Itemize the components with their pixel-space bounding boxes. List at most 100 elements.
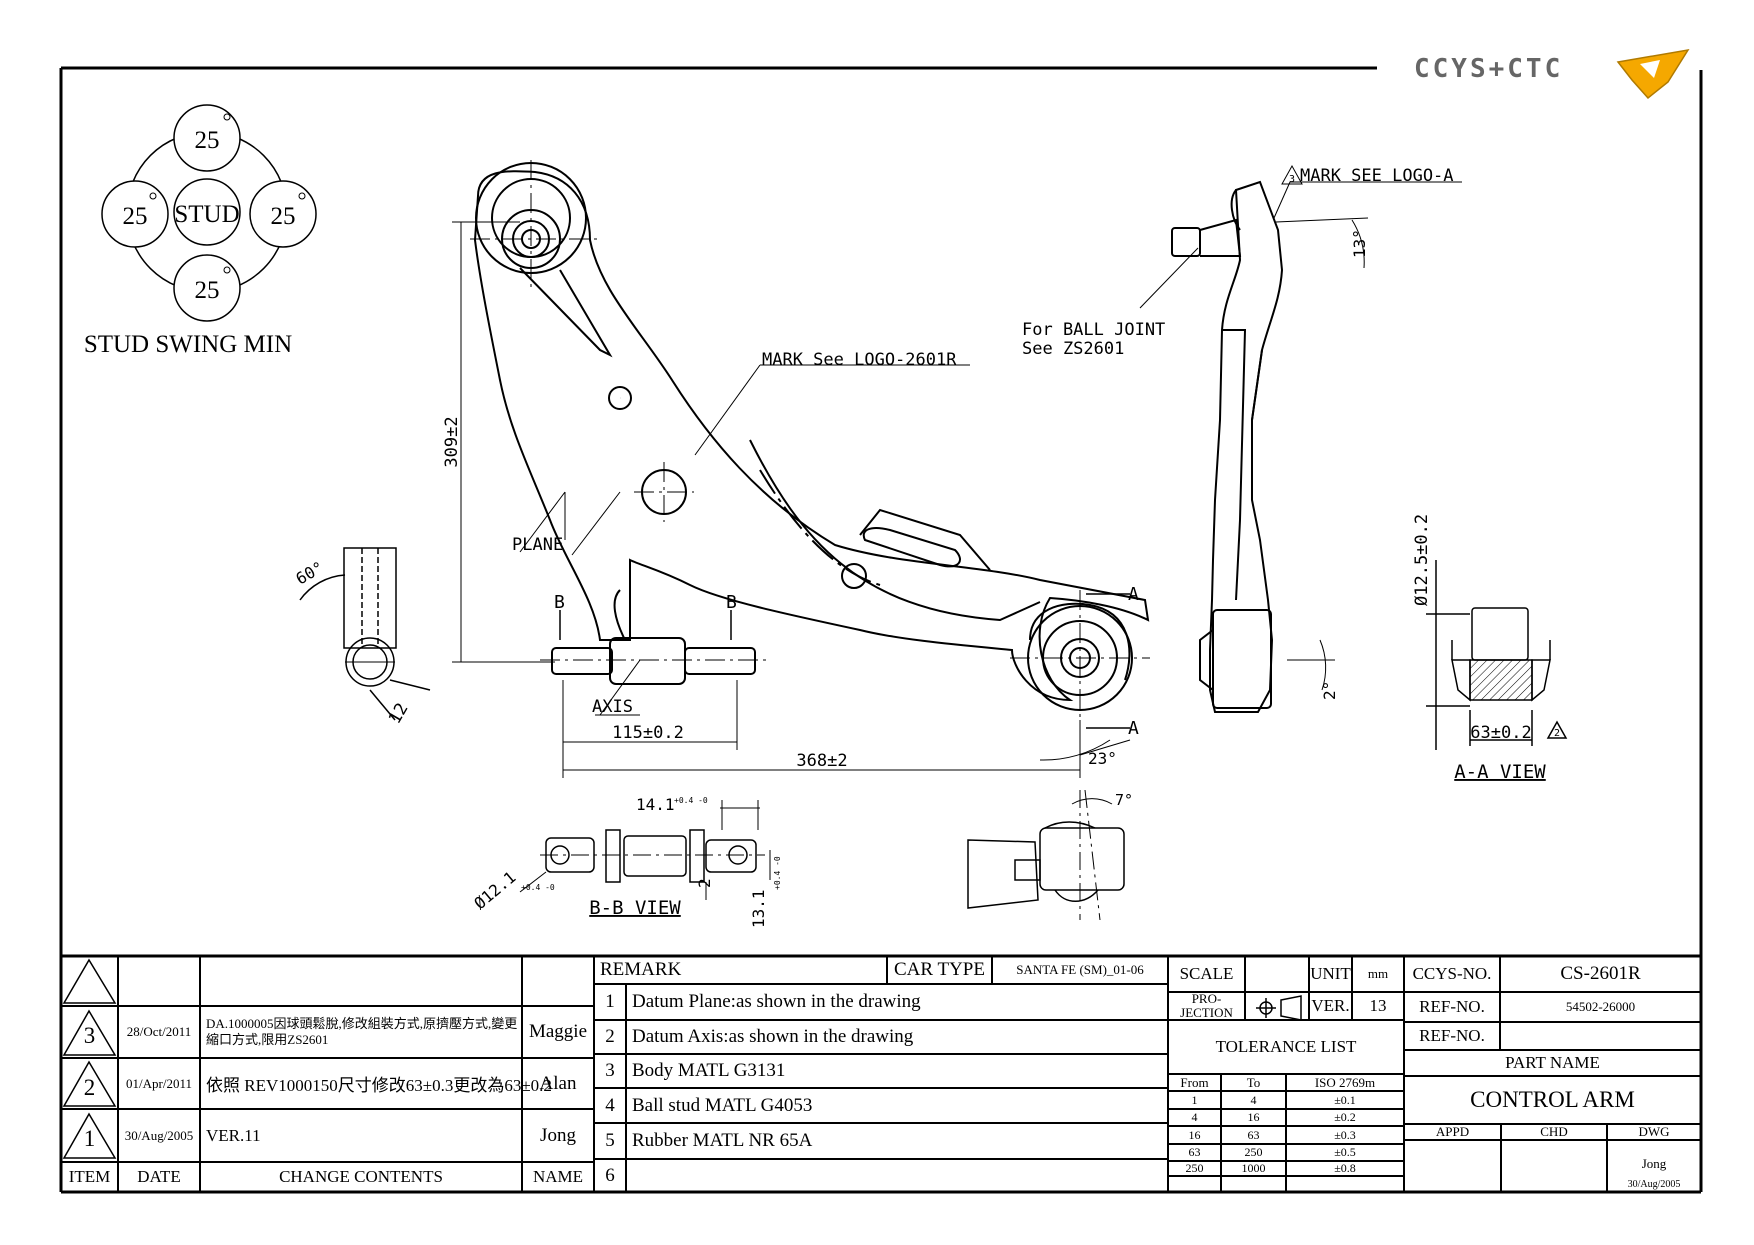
header-name: NAME — [532, 1167, 584, 1186]
unit-label: UNIT — [1310, 964, 1351, 983]
tol-to-header: To — [1246, 1074, 1261, 1090]
car-type-label: CAR TYPE — [894, 959, 985, 980]
header-date: DATE — [137, 1167, 181, 1186]
stud-swing-caption: STUD SWING MIN — [84, 331, 292, 358]
car-type-value: SANTA FE (SM)_01-06 — [1016, 962, 1144, 977]
sheet-frame — [59, 66, 1703, 1194]
ref-no-label-2: REF-NO. — [1419, 1026, 1485, 1045]
remark-6-n: 6 — [605, 1164, 615, 1186]
aa-view-label: A-A VIEW — [1454, 761, 1546, 783]
part-name-label: PART NAME — [1505, 1053, 1600, 1072]
ccys-no-label: CCYS-NO. — [1412, 964, 1492, 983]
ref-no-label: REF-NO. — [1419, 997, 1485, 1016]
tol-3-value: ±0.3 — [1334, 1127, 1356, 1142]
tol-1-value: ±0.1 — [1334, 1092, 1356, 1107]
tol-4-from: 63 — [1188, 1145, 1201, 1159]
angle-23: 23° — [1088, 749, 1117, 768]
remark-6-text — [626, 1159, 1168, 1192]
brand-logo: CCYS+CTC — [1414, 48, 1690, 100]
dwg-name: Jong — [1641, 1156, 1667, 1171]
swing-top: 25 — [195, 127, 220, 154]
tol-from-header: From — [1180, 1074, 1209, 1090]
rev3-item: 3 — [83, 1023, 96, 1048]
remark-3-text: Body MATL G3131 — [632, 1060, 786, 1081]
rev3-change: DA.1000005因球頭鬆脫,修改組裝方式,原擠壓方式,變更縮口方式,限用ZS… — [206, 1016, 518, 1047]
degree-marks — [149, 113, 306, 274]
tol-3-to: 63 — [1247, 1127, 1260, 1142]
stud-swing-diagram — [101, 104, 317, 322]
ver-label: VER. — [1311, 996, 1350, 1015]
dimension-lines — [452, 221, 1131, 778]
tol-std-header: ISO 2769m — [1314, 1074, 1376, 1090]
rev2-change: 依照 REV1000150尺寸修改63±0.3更改為63±0.2 — [206, 1076, 552, 1095]
projection-label-2: JECTION — [1180, 1005, 1233, 1020]
tol-2-from: 4 — [1191, 1110, 1198, 1124]
angle-2: 2° — [1320, 681, 1339, 700]
angle-60: 60° — [293, 558, 328, 589]
rev1-change: VER.11 — [206, 1125, 261, 1145]
chd-label: CHD — [1540, 1124, 1568, 1139]
remark-5-n: 5 — [605, 1130, 615, 1151]
swing-right: 25 — [271, 203, 296, 230]
rev1-item: 1 — [83, 1126, 96, 1151]
tol-4-to: 250 — [1244, 1145, 1263, 1159]
remark-1-n: 1 — [605, 991, 615, 1012]
axis-label: AXIS — [592, 697, 633, 717]
header-change: CHANGE CONTENTS — [279, 1167, 443, 1186]
dim-368: 368±2 — [796, 751, 847, 771]
remark-4-text: Ball stud MATL G4053 — [632, 1094, 813, 1116]
section-marks-bb — [559, 610, 732, 640]
dia-12-5: Ø12.5±0.2 — [1412, 514, 1432, 606]
bb-13-1: 13.1 — [749, 889, 768, 928]
bb-14-1: 14.1 — [636, 795, 675, 814]
ref-no-value: 54502-26000 — [1565, 999, 1636, 1014]
rev1-name: Jong — [540, 1124, 576, 1146]
remark-2-text: Datum Axis:as shown in the drawing — [632, 1026, 914, 1047]
rev2-date: 01/Apr/2011 — [126, 1075, 192, 1091]
swing-bottom: 25 — [195, 277, 220, 304]
bb-dia-12-1-tol: +0.4 -0 — [521, 883, 555, 892]
tol-3-from: 16 — [1188, 1127, 1201, 1142]
dwg-label: DWG — [1638, 1124, 1670, 1139]
centerlines — [470, 160, 1150, 730]
remark-1-text: Datum Plane:as shown in the drawing — [632, 991, 921, 1012]
section-b-left: B — [554, 592, 565, 613]
section-a-bottom: A — [1128, 718, 1139, 739]
remark-4-n: 4 — [605, 1094, 615, 1116]
title-block-grid — [61, 956, 1701, 1192]
bb-14-1-tol: +0.4 -0 — [674, 796, 708, 805]
remark-2-n: 2 — [605, 1026, 615, 1047]
section-b-right: B — [726, 592, 737, 613]
tol-1-to: 4 — [1250, 1092, 1257, 1107]
projection-label-1: PRO- — [1191, 991, 1222, 1006]
rev2-item: 2 — [83, 1075, 96, 1100]
swing-center: STUD — [174, 201, 239, 228]
bb-section-view — [519, 800, 771, 900]
control-arm-plan-view — [473, 162, 1150, 711]
stud-detail-view — [299, 547, 431, 721]
angle-7: 7° — [1115, 791, 1133, 809]
rev3-name: Maggie — [528, 1021, 588, 1042]
tol-4-value: ±0.5 — [1334, 1145, 1356, 1159]
ver-value: 13 — [1369, 996, 1387, 1015]
remark-header: REMARK — [600, 959, 682, 980]
bb-dia-12-1: Ø12.1 — [470, 868, 519, 914]
swing-left: 25 — [123, 203, 148, 230]
bb-13-1-tol: +0.4 -0 — [773, 856, 782, 890]
tol-5-value: ±0.8 — [1334, 1161, 1356, 1175]
remark-5-text: Rubber MATL NR 65A — [632, 1130, 813, 1151]
section-a-top: A — [1128, 584, 1139, 605]
rev3-date: 28/Oct/2011 — [126, 1024, 192, 1039]
tol-2-to: 16 — [1247, 1110, 1260, 1124]
tol-2-value: ±0.2 — [1334, 1110, 1356, 1124]
header-item: ITEM — [68, 1167, 111, 1186]
aa-section-view — [1426, 560, 1568, 750]
dwg-date: 30/Aug/2005 — [1627, 1178, 1681, 1190]
tolerance-title: TOLERANCE LIST — [1215, 1037, 1357, 1056]
appd-label: APPD — [1435, 1124, 1470, 1139]
unit-value: mm — [1367, 966, 1389, 981]
mark-logo-2601r: MARK See LOGO-2601R — [762, 350, 957, 370]
tol-5-from: 250 — [1185, 1161, 1204, 1175]
bb-2: 2 — [695, 878, 714, 888]
